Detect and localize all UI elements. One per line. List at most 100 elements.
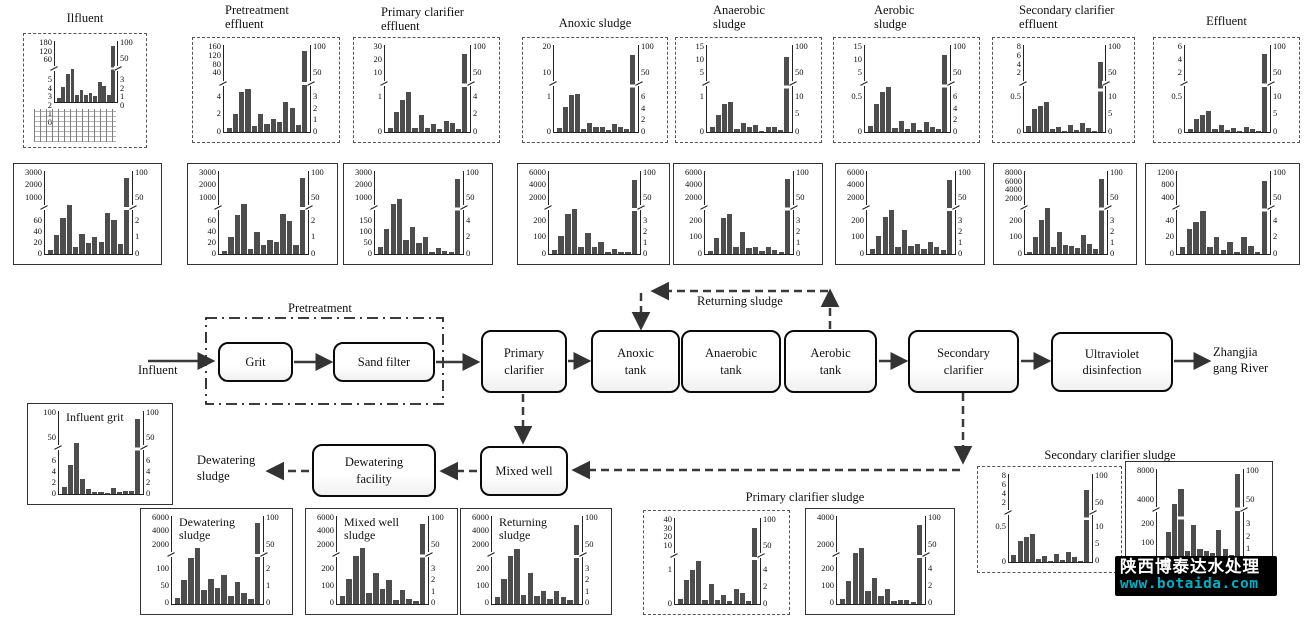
- left-axis-break-icon: [832, 552, 840, 558]
- bar: [567, 599, 573, 604]
- bar: [921, 249, 927, 254]
- tick-label: 2000: [25, 179, 42, 190]
- bars: [551, 171, 638, 254]
- bar: [228, 236, 234, 254]
- tick-label: 200: [533, 215, 546, 226]
- bar: [422, 237, 429, 254]
- tick-label: 5: [1095, 538, 1100, 549]
- left-axis-break-icon: [549, 80, 557, 86]
- bar: [228, 596, 234, 604]
- bars: [387, 45, 468, 132]
- pretreatment-label: Pretreatment: [288, 301, 352, 315]
- tick-label: 10: [795, 91, 804, 102]
- bar: [1178, 489, 1184, 562]
- tick-label: 10: [1108, 91, 1117, 102]
- bar: [79, 479, 86, 494]
- tick-label: 0.5: [995, 520, 1006, 531]
- tick-label: 0: [958, 247, 963, 258]
- bar: [869, 249, 875, 254]
- chart-title-effluent: Effluent: [1206, 14, 1247, 28]
- bars: [709, 45, 790, 132]
- bar: [739, 592, 745, 604]
- tick-label: 20: [663, 531, 673, 542]
- tick-label: 15: [695, 41, 705, 51]
- bar: [299, 177, 306, 254]
- tick-label: 200: [476, 562, 489, 573]
- tick-label: 5: [47, 74, 52, 85]
- tick-label: 2: [1273, 231, 1278, 242]
- tick-label: 4000: [847, 179, 864, 190]
- tick-label: 4: [47, 82, 52, 93]
- tick-label: 50: [928, 538, 937, 549]
- bar: [1218, 125, 1224, 132]
- bar: [591, 247, 598, 254]
- bars: [174, 516, 261, 604]
- tick-label: 100: [958, 167, 971, 177]
- tick-label: 1: [311, 231, 316, 242]
- tick-label: 160: [208, 41, 221, 51]
- bar: [359, 547, 366, 604]
- tick-label: 0: [953, 125, 958, 136]
- tick-label: 2: [473, 108, 478, 119]
- right-axis-break-icon: [1267, 205, 1275, 211]
- bar: [88, 92, 93, 102]
- tick-label: 1000: [199, 191, 216, 202]
- tick-label: 6000: [472, 512, 489, 522]
- tick-label: 50: [641, 67, 650, 78]
- bar: [1073, 130, 1079, 132]
- tick-label: 0: [541, 247, 546, 258]
- bar: [708, 584, 714, 604]
- right-axis-break-icon: [922, 552, 930, 558]
- tick-label: 100: [585, 512, 598, 522]
- bar: [273, 242, 280, 254]
- tick-label: 2: [47, 99, 52, 110]
- tick-label: 0: [466, 247, 471, 258]
- tick-label: 200: [689, 215, 702, 226]
- bar: [565, 214, 571, 254]
- tick-label: 2: [953, 114, 958, 125]
- tick-label: 100: [1246, 465, 1259, 475]
- tick-label: 0: [164, 597, 169, 608]
- tick-label: 2: [928, 580, 933, 591]
- bar: [399, 99, 406, 132]
- bar: [882, 216, 888, 254]
- tick-label: 40: [212, 67, 222, 78]
- bar: [1056, 126, 1061, 132]
- bar: [1220, 249, 1227, 254]
- bar: [67, 464, 73, 494]
- tick-label: 5: [795, 108, 800, 119]
- bar: [84, 94, 88, 102]
- bar: [714, 599, 720, 604]
- bar: [66, 205, 72, 254]
- bar: [839, 598, 845, 604]
- tick-label: 6000: [317, 512, 334, 522]
- chart-title-primary-clarifier-effluent: Primary clarifier effluent: [381, 5, 464, 34]
- chart-influent: 18012060543210100503210: [23, 33, 147, 148]
- bars: [1027, 171, 1105, 254]
- bar: [79, 234, 85, 254]
- tick-label: 4: [473, 91, 478, 102]
- bar: [1017, 540, 1023, 562]
- tick-label: 40: [663, 514, 673, 524]
- bar: [1032, 109, 1038, 132]
- bar: [571, 209, 578, 254]
- tick-label: 40: [207, 226, 217, 237]
- bar: [707, 250, 713, 254]
